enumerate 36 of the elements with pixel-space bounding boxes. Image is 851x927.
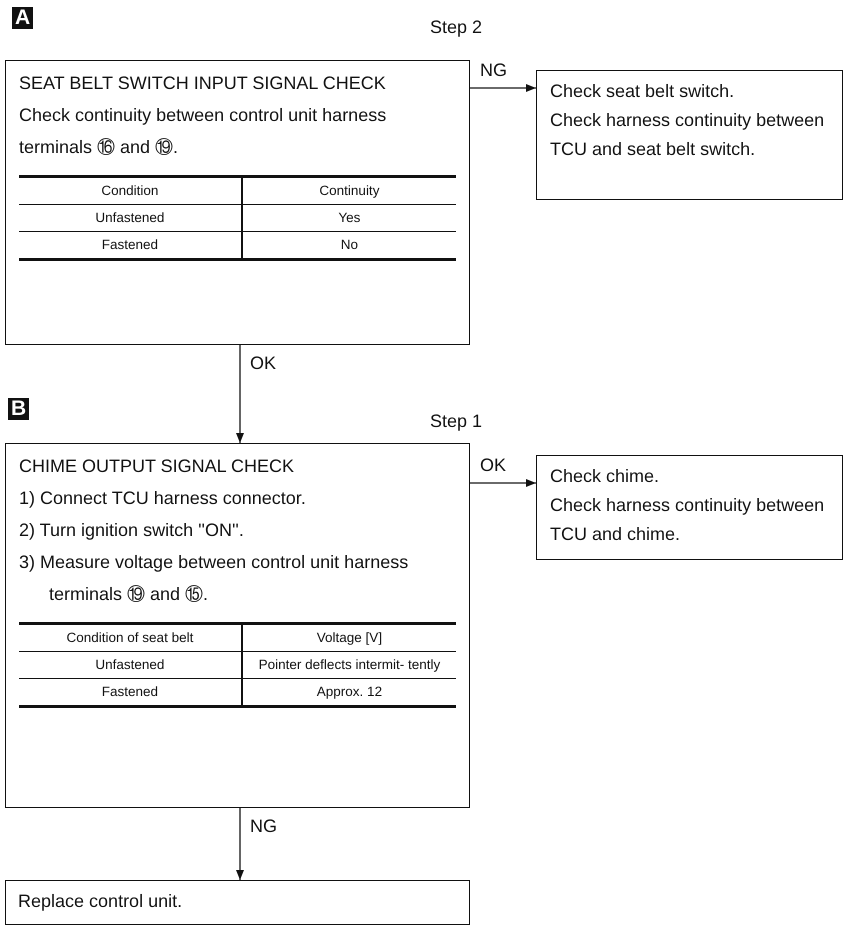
box-heading: SEAT BELT SWITCH INPUT SIGNAL CHECK	[19, 72, 387, 95]
table-cell: Unfastened	[19, 204, 242, 232]
instruction-text: 2) Turn ignition switch ''ON''.	[19, 519, 245, 542]
instruction-text: Check harness continuity between TCU and seat belt switch.	[550, 109, 826, 161]
arrow	[236, 345, 244, 443]
instruction-text: Check chime.	[550, 465, 660, 488]
arrow	[470, 479, 536, 487]
table-cell: Fastened	[19, 232, 242, 260]
instruction-text: 1) Connect TCU harness connector.	[19, 487, 307, 510]
table-header-cell: Continuity	[242, 176, 456, 204]
instruction-text: 3) Measure voltage between control unit harness terminals ⑲ and ⑮.	[19, 551, 410, 606]
table-header-cell: Condition	[19, 176, 242, 204]
step-label: Step 1	[430, 410, 482, 432]
section-letter: A	[12, 7, 34, 29]
arrow	[470, 84, 536, 92]
process-box	[5, 880, 470, 925]
table-cell: Yes	[242, 204, 456, 232]
instruction-text: Check seat belt switch.	[550, 80, 736, 103]
step-label: Step 2	[430, 16, 482, 38]
table-cell: Fastened	[19, 678, 242, 706]
instruction-text: Replace control unit.	[18, 890, 184, 913]
section-letter: B	[8, 398, 30, 420]
table-cell: No	[242, 232, 456, 260]
table-cell: Approx. 12	[242, 678, 456, 706]
process-box	[5, 60, 470, 345]
arrow	[236, 808, 244, 880]
box-heading: CHIME OUTPUT SIGNAL CHECK	[19, 455, 296, 478]
process-box	[536, 70, 843, 200]
table-header-cell: Voltage [V]	[242, 624, 456, 652]
instruction-text: Check continuity between control unit harness terminals ⑯ and ⑲.	[19, 104, 388, 159]
table-cell: Pointer deflects intermit- tently	[242, 652, 456, 678]
table-header-cell: Condition of seat belt	[19, 624, 242, 652]
instruction-text: Check harness continuity between TCU and chime.	[550, 494, 826, 546]
process-box	[5, 443, 470, 808]
process-box	[536, 455, 843, 560]
table-cell: Unfastened	[19, 652, 242, 678]
